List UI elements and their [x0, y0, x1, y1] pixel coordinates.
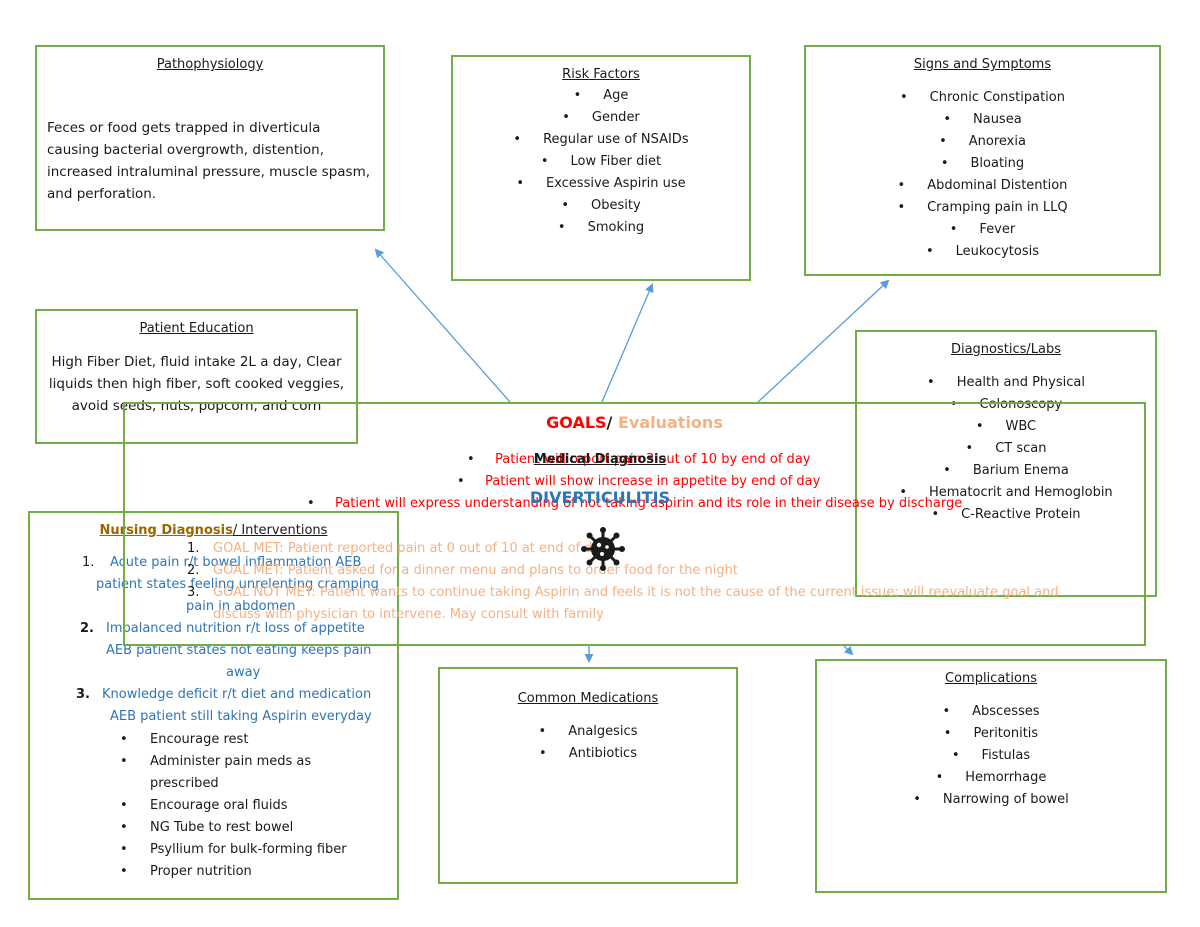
pathophysiology-box: Pathophysiology Feces or food gets trapp… [35, 45, 385, 231]
nursing-box: Nursing Diagnosis/ Interventions 1. Acut… [28, 511, 399, 900]
evaluation-2-num: 2. [187, 563, 200, 578]
list-item: Cramping pain in LLQ [806, 197, 1159, 219]
list-item: Bloating [806, 153, 1159, 175]
arrow-to-risk-factors [601, 283, 654, 403]
medications-title: Common Medications [517, 691, 659, 706]
list-item: Low Fiber diet [453, 151, 749, 173]
patient-education-title: Patient Education [139, 321, 254, 336]
list-item: Fistulas [817, 745, 1165, 767]
list-item: Obesity [453, 195, 749, 217]
list-item: •Encourage rest [120, 732, 249, 747]
list-item: •Psyllium for bulk-forming fiber [120, 842, 347, 857]
nursing-diagnosis-3-line2: AEB patient still taking Aspirin everyda… [110, 709, 372, 724]
arrow-to-complications [843, 645, 854, 656]
list-item: Fever [806, 219, 1159, 241]
list-item: Regular use of NSAIDs [453, 129, 749, 151]
signs-symptoms-list: Chronic Constipation Nausea Anorexia Blo… [806, 87, 1159, 263]
medications-box: Common Medications Analgesics Antibiotic… [438, 667, 738, 884]
goals-label: GOALS [546, 413, 607, 432]
list-item: Gender [453, 107, 749, 129]
evaluation-3: GOAL NOT MET: Patient wants to continue … [213, 585, 1059, 600]
complications-box: Complications Abscesses Peritonitis Fist… [815, 659, 1167, 893]
complications-title: Complications [945, 671, 1037, 686]
risk-factors-box: Risk Factors Age Gender Regular use of N… [451, 55, 751, 281]
goal-1-bullet: • [467, 452, 475, 467]
list-item: Narrowing of bowel [817, 789, 1165, 811]
list-item: Leukocytosis [806, 241, 1159, 263]
list-item: •Administer pain meds as prescribed [120, 754, 312, 791]
diagnostics-box: Diagnostics/Labs Health and Physical Col… [855, 330, 1157, 597]
nursing-diagnosis-2-line2: AEB patient states not eating keeps pain [106, 643, 372, 658]
goal-2-bullet: • [457, 474, 465, 489]
list-item: Excessive Aspirin use [453, 173, 749, 195]
evaluation-3-num: 3. [187, 585, 200, 600]
medical-diagnosis-label: Medical Diagnosis [533, 452, 667, 467]
goal-2: Patient will show increase in appetite b… [485, 474, 821, 489]
list-item: C-Reactive Protein [857, 504, 1155, 526]
list-item: Abscesses [817, 701, 1165, 723]
goals-separator: / [606, 413, 618, 432]
nursing-diagnosis-2-num: 2. [80, 621, 94, 636]
risk-factors-title: Risk Factors [562, 67, 640, 82]
virus-icon [581, 527, 625, 571]
list-item: Analgesics [440, 721, 736, 743]
list-item: Age [453, 85, 749, 107]
goals-box: GOALS/ Evaluations • Patient will report… [123, 402, 1146, 646]
list-item: •Encourage oral fluids [120, 798, 288, 813]
nursing-diagnosis-1-line2: patient states feeling unrelenting cramp… [96, 577, 379, 592]
interventions-label: / Interventions [232, 523, 328, 538]
nursing-diagnosis-3-line1: Knowledge deficit r/t diet and medicatio… [102, 687, 372, 702]
nursing-diagnosis-2-line1: Imbalanced nutrition r/t loss of appetit… [106, 621, 365, 636]
medications-list: Analgesics Antibiotics [440, 721, 736, 765]
list-item: Anorexia [806, 131, 1159, 153]
goal-3-bullet: • [307, 496, 315, 511]
list-item: CT scan [857, 438, 1155, 460]
nursing-diagnosis-1-line3: pain in abdomen [186, 599, 296, 614]
nursing-diagnosis-2-line3: away [226, 665, 261, 680]
evaluations-label: Evaluations [617, 413, 723, 432]
evaluation-3-continued: discuss with physician to intervene. May… [213, 607, 604, 622]
evaluation-2: GOAL MET: Patient asked for a dinner men… [213, 563, 738, 578]
list-item: Hemorrhage [817, 767, 1165, 789]
complications-list: Abscesses Peritonitis Fistulas Hemorrhag… [817, 701, 1165, 811]
list-item: Peritonitis [817, 723, 1165, 745]
nursing-diagnosis-3-num: 3. [76, 687, 90, 702]
list-item: Health and Physical [857, 372, 1155, 394]
list-item: Colonoscopy [857, 394, 1155, 416]
nursing-diagnosis-1-num: 1. [82, 555, 95, 570]
goal-3: Patient will express understanding of no… [335, 496, 963, 511]
list-item: •Proper nutrition [120, 864, 252, 879]
list-item: Antibiotics [440, 743, 736, 765]
evaluation-1: GOAL MET: Patient reported pain at 0 out… [213, 541, 609, 556]
nursing-title: Nursing Diagnosis/ Interventions [30, 521, 397, 541]
evaluation-1-num: 1. [187, 541, 200, 556]
list-item: Abdominal Distention [806, 175, 1159, 197]
signs-symptoms-title: Signs and Symptoms [913, 57, 1052, 72]
goal-1: Patient will report pain 3 out of 10 by … [495, 452, 811, 467]
diagnostics-title: Diagnostics/Labs [950, 342, 1062, 357]
list-item: Smoking [453, 217, 749, 239]
list-item: WBC [857, 416, 1155, 438]
patient-education-box: Patient Education High Fiber Diet, fluid… [35, 309, 358, 444]
list-item: Chronic Constipation [806, 87, 1159, 109]
list-item: •NG Tube to rest bowel [120, 820, 294, 835]
risk-factors-list: Age Gender Regular use of NSAIDs Low Fib… [453, 85, 749, 239]
pathophysiology-text: Feces or food gets trapped in diverticul… [47, 120, 371, 202]
list-item: Hematocrit and Hemoglobin [857, 482, 1155, 504]
goals-title: GOALS/ Evaluations [125, 413, 1144, 432]
signs-symptoms-box: Signs and Symptoms Chronic Constipation … [804, 45, 1161, 276]
list-item: Nausea [806, 109, 1159, 131]
diagnostics-list: Health and Physical Colonoscopy WBC CT s… [857, 372, 1155, 526]
medical-diagnosis-name: DIVERTICULITIS [529, 488, 671, 507]
pathophysiology-title: Pathophysiology [156, 57, 264, 72]
nursing-diagnosis-1-line1: Acute pain r/t bowel inflammation AEB [110, 555, 362, 570]
interventions-list: •Encourage rest •Administer pain meds as… [120, 729, 360, 883]
list-item: Barium Enema [857, 460, 1155, 482]
nursing-diagnosis-label: Nursing Diagnosis [99, 523, 233, 538]
